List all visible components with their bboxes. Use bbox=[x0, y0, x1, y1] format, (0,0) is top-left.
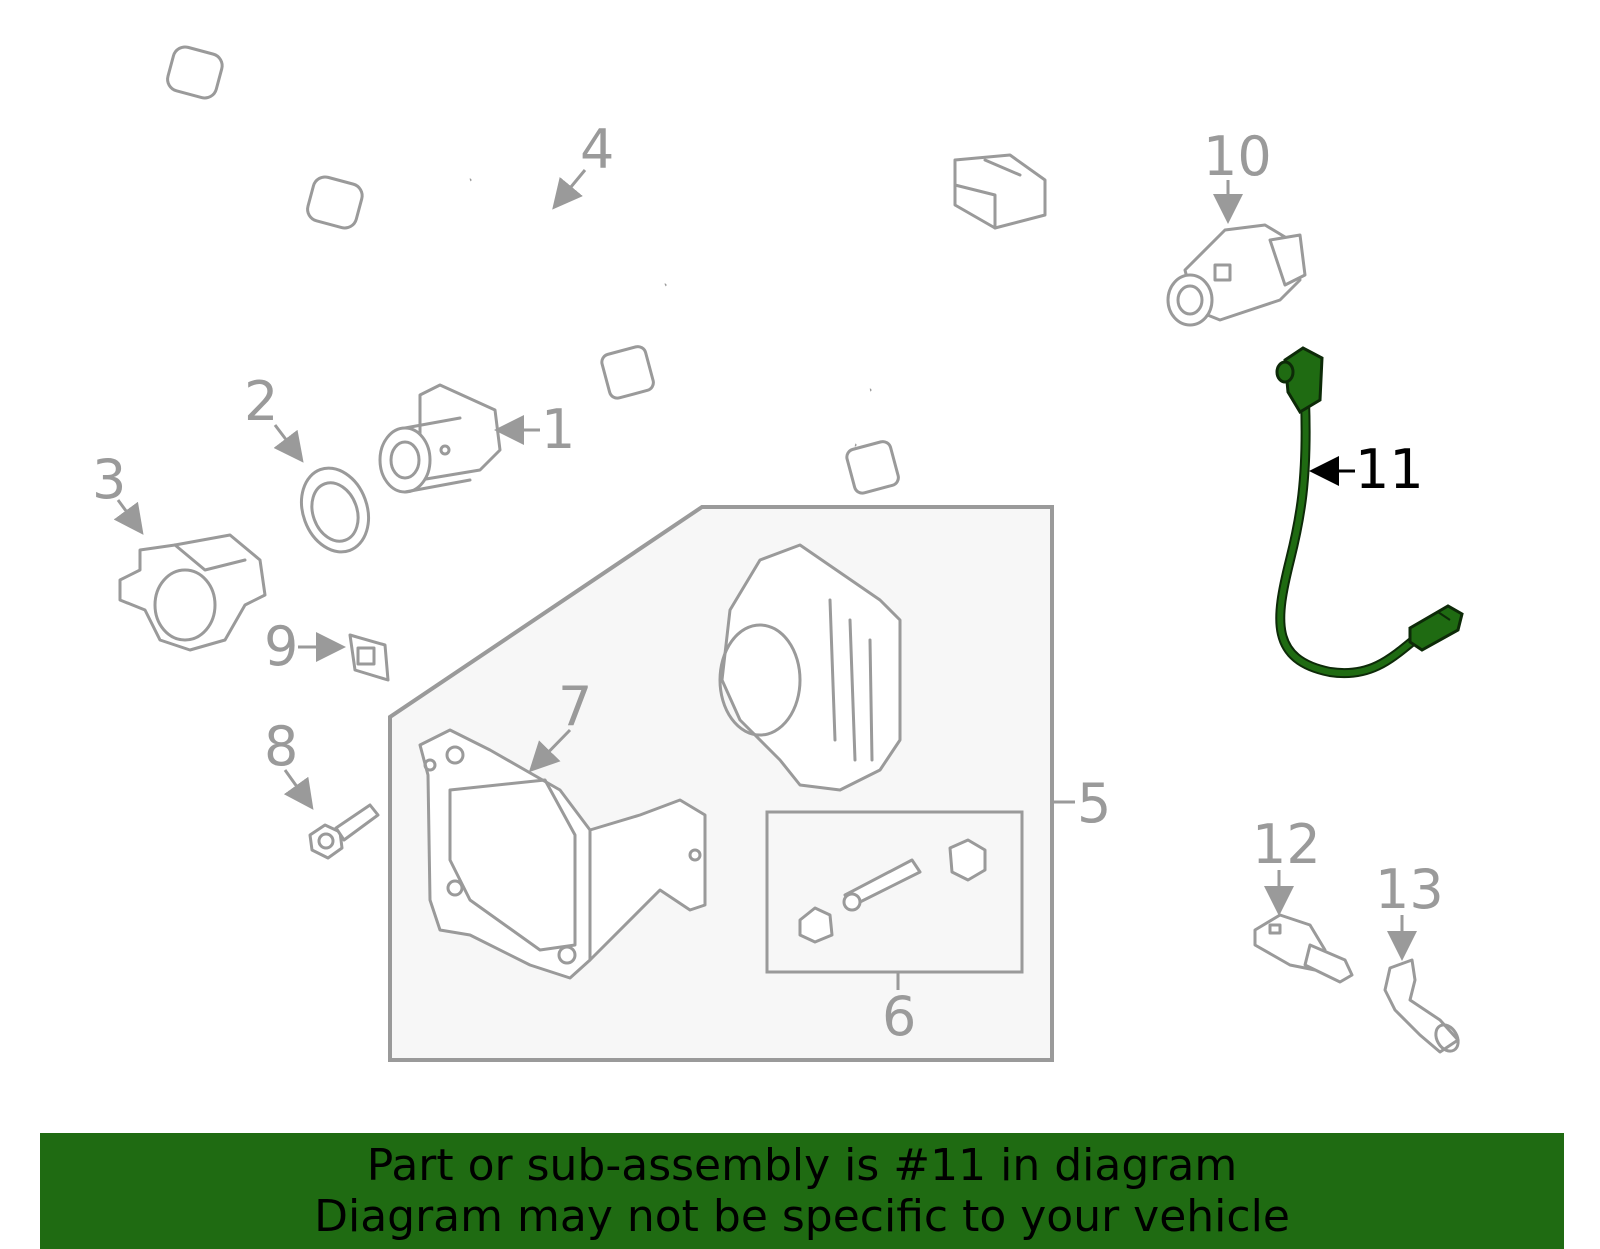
callout-labels: 1 2 3 4 5 6 7 8 9 10 11 12 13 bbox=[92, 118, 1444, 1048]
callout-8: 8 bbox=[264, 715, 298, 778]
callout-2: 2 bbox=[244, 370, 278, 433]
callout-5: 5 bbox=[1077, 772, 1111, 835]
radar-sensor-unit bbox=[718, 543, 902, 792]
callout-11: 11 bbox=[1355, 438, 1424, 501]
callout-1: 1 bbox=[541, 398, 575, 461]
clip-part-9[interactable] bbox=[348, 633, 390, 682]
callout-10: 10 bbox=[1203, 125, 1272, 188]
bolt-part-8[interactable] bbox=[308, 803, 380, 860]
sensor-part-12[interactable] bbox=[1253, 913, 1354, 984]
parking-sensor-part-1[interactable] bbox=[378, 383, 502, 494]
wiring-harness-part-4[interactable] bbox=[165, 44, 1047, 495]
banner-line-1: Part or sub-assembly is #11 in diagram bbox=[366, 1140, 1238, 1191]
mounting-bracket-part-7[interactable] bbox=[418, 728, 707, 980]
sensor-bracket-part-3[interactable] bbox=[118, 533, 267, 652]
leader-lines bbox=[113, 169, 1417, 990]
bracket-part-13[interactable] bbox=[1383, 958, 1463, 1055]
callout-13: 13 bbox=[1375, 858, 1444, 921]
callout-7: 7 bbox=[558, 675, 592, 738]
callout-3: 3 bbox=[92, 448, 126, 511]
info-banner: Part or sub-assembly is #11 in diagram D… bbox=[40, 1133, 1564, 1249]
callout-12: 12 bbox=[1252, 813, 1321, 876]
hardware-kit-part-6[interactable] bbox=[765, 810, 1024, 974]
banner-line-2: Diagram may not be specific to your vehi… bbox=[314, 1191, 1290, 1242]
sensor-wiring-lead-part-11[interactable] bbox=[1275, 346, 1464, 679]
callout-9: 9 bbox=[264, 615, 298, 678]
callout-4: 4 bbox=[580, 118, 614, 181]
sensor-part-10[interactable] bbox=[1166, 223, 1307, 327]
sensor-ring-part-2[interactable] bbox=[290, 459, 380, 562]
callout-6: 6 bbox=[882, 985, 916, 1048]
